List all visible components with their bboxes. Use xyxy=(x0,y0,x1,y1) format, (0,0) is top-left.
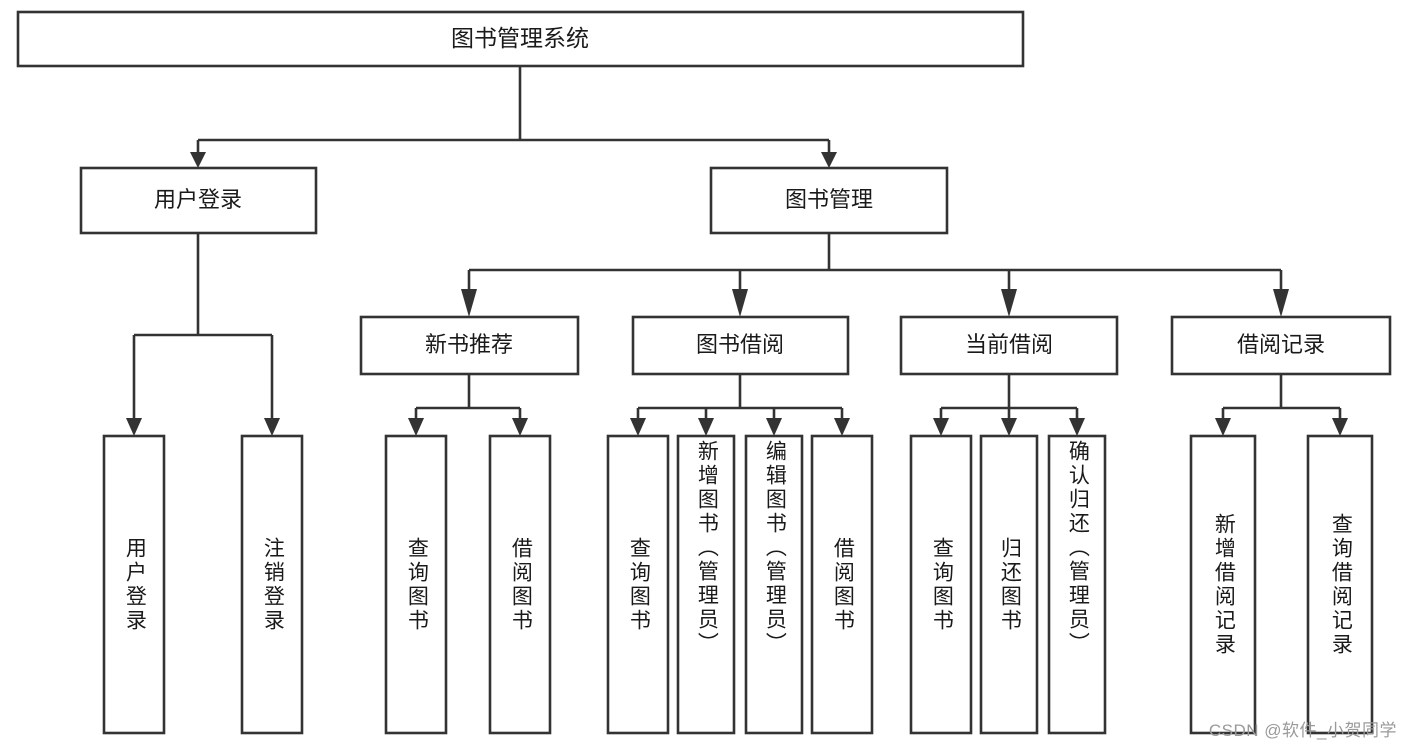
arrow-to-leaf-query-book-1 xyxy=(408,418,424,436)
arrow-to-user-login xyxy=(190,152,206,168)
node-book-borrow-label: 图书借阅 xyxy=(696,332,784,357)
node-leaf-confirm-return-box[interactable] xyxy=(1047,434,1107,735)
node-leaf-query-book-2-box[interactable] xyxy=(606,434,670,735)
node-book-manage[interactable]: 图书管理 xyxy=(709,166,949,235)
node-leaf-user-login-box[interactable] xyxy=(102,434,166,735)
node-book-manage-label: 图书管理 xyxy=(785,187,873,212)
node-leaf-add-book-box[interactable] xyxy=(676,434,736,735)
arrow-to-leaf-query-book-3 xyxy=(933,418,949,436)
arrow-to-new-book-recommend xyxy=(461,289,477,317)
node-new-book-recommend-label: 新书推荐 xyxy=(425,332,513,357)
node-root-box[interactable] xyxy=(16,10,1025,68)
node-new-book-recommend-box[interactable] xyxy=(359,315,580,376)
arrow-to-leaf-confirm-return xyxy=(1069,418,1085,436)
arrow-to-leaf-logout-login xyxy=(264,418,280,436)
node-leaf-logout-login-box[interactable] xyxy=(240,434,304,735)
leaf-box-layer xyxy=(102,434,1374,735)
node-leaf-query-book-3-box[interactable] xyxy=(909,434,973,735)
arrow-to-leaf-return-book xyxy=(1001,418,1017,436)
connector-layer xyxy=(126,66,1348,436)
node-leaf-add-record-box[interactable] xyxy=(1189,434,1257,735)
arrow-to-leaf-user-login xyxy=(126,418,142,436)
arrow-to-leaf-edit-book xyxy=(766,418,782,436)
node-leaf-borrow-book-1-box[interactable] xyxy=(488,434,552,735)
node-leaf-borrow-book-2-box[interactable] xyxy=(810,434,874,735)
node-book-borrow-box[interactable] xyxy=(631,315,850,376)
node-leaf-query-record-box[interactable] xyxy=(1306,434,1374,735)
node-current-borrow[interactable]: 当前借阅 xyxy=(899,315,1119,376)
node-book-manage-box[interactable] xyxy=(709,166,949,235)
arrow-to-leaf-borrow-book-1 xyxy=(512,418,528,436)
node-borrow-record-label: 借阅记录 xyxy=(1237,332,1325,357)
node-new-book-recommend[interactable]: 新书推荐 xyxy=(359,315,580,376)
arrow-to-leaf-query-book-2 xyxy=(630,418,646,436)
node-user-login-box[interactable] xyxy=(79,166,318,235)
arrow-to-leaf-borrow-book-2 xyxy=(834,418,850,436)
node-leaf-query-book-1-box[interactable] xyxy=(384,434,448,735)
node-root-label: 图书管理系统 xyxy=(451,25,589,51)
node-user-login[interactable]: 用户登录 xyxy=(79,166,318,235)
node-user-login-label: 用户登录 xyxy=(154,187,242,212)
arrow-to-borrow-record xyxy=(1273,289,1289,317)
arrow-to-leaf-query-record xyxy=(1332,418,1348,436)
node-current-borrow-label: 当前借阅 xyxy=(965,332,1053,357)
node-borrow-record-box[interactable] xyxy=(1170,315,1392,376)
node-leaf-return-book-box[interactable] xyxy=(979,434,1039,735)
arrow-to-book-borrow xyxy=(732,289,748,317)
node-borrow-record[interactable]: 借阅记录 xyxy=(1170,315,1392,376)
node-current-borrow-box[interactable] xyxy=(899,315,1119,376)
node-root[interactable]: 图书管理系统 xyxy=(16,10,1025,68)
node-book-borrow[interactable]: 图书借阅 xyxy=(631,315,850,376)
arrow-to-leaf-add-record xyxy=(1215,418,1231,436)
arrow-to-current-borrow xyxy=(1001,289,1017,317)
arrow-to-book-manage xyxy=(821,152,837,168)
arrow-to-leaf-add-book xyxy=(698,418,714,436)
node-leaf-edit-book-box[interactable] xyxy=(744,434,804,735)
